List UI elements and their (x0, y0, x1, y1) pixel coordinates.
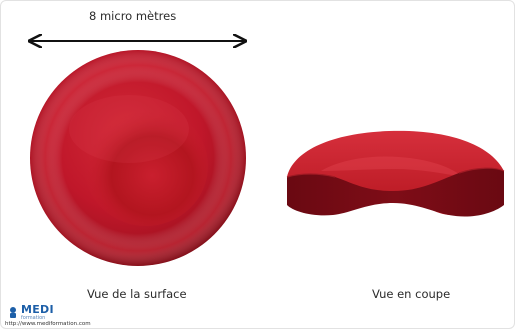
mediformation-logo: MEDI formation http://www.mediformation.… (5, 303, 145, 329)
cell-section-view (287, 131, 504, 217)
section-view-caption: Vue en coupe (372, 287, 450, 301)
surface-view-caption: Vue de la surface (87, 287, 187, 301)
logo-url: http://www.mediformation.com (5, 321, 91, 327)
measure-label: 8 micro mètres (89, 9, 176, 23)
cell-surface-view (30, 50, 246, 266)
